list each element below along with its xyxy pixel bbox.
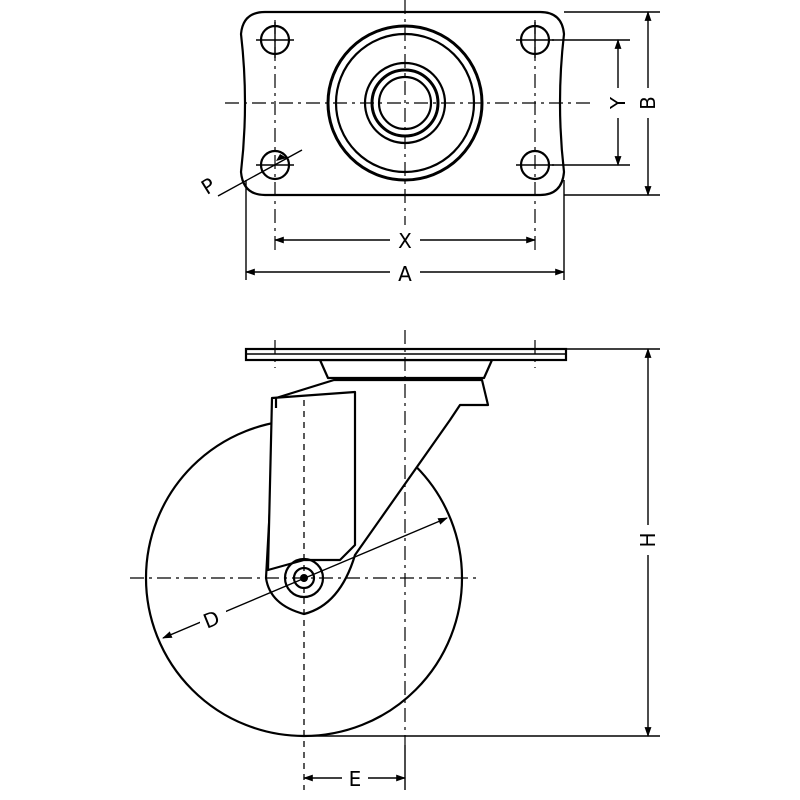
label-p: P [197, 173, 220, 200]
label-a: A [398, 262, 412, 286]
fork-front-leg [266, 390, 357, 572]
dimension-a: A [245, 262, 565, 286]
swivel-housing [318, 358, 494, 380]
dimension-y: Y [606, 39, 630, 166]
top-plate [239, 10, 566, 197]
side-view: H E D [130, 330, 660, 791]
label-y: Y [606, 96, 630, 110]
dimension-x: X [274, 228, 536, 253]
label-h: H [636, 532, 660, 547]
label-e: E [349, 767, 362, 791]
top-view: X A Y B P [197, 0, 660, 286]
label-b: B [636, 96, 660, 110]
dimension-d: D [162, 517, 448, 639]
dimension-b: B [636, 11, 660, 196]
label-x: X [398, 229, 412, 253]
dimension-e: E [303, 745, 406, 791]
dimension-h: H [636, 348, 660, 737]
